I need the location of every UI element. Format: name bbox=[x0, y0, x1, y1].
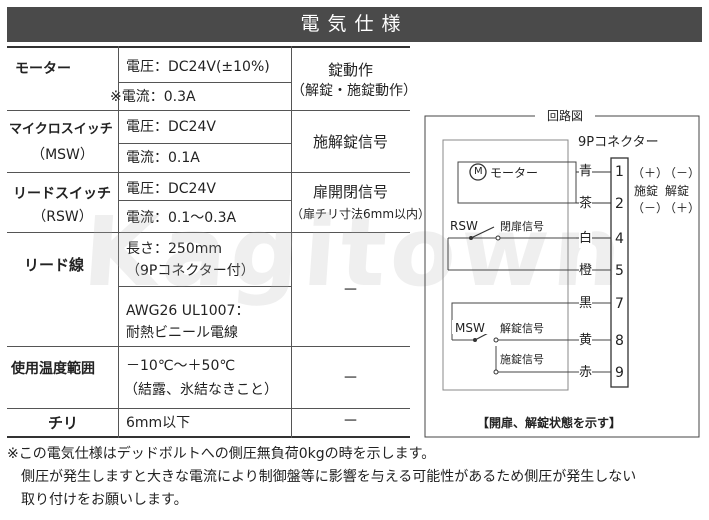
rsw-current: 電流：0.1～0.3A bbox=[126, 210, 237, 226]
note-line: 取り付けをお願いします。 bbox=[7, 492, 188, 508]
lead-function: － bbox=[342, 280, 359, 299]
pin-color: 白 bbox=[579, 230, 593, 248]
motor-voltage: 電圧：DC24V(±10%) bbox=[126, 59, 270, 75]
msw-function: 施解錠信号 bbox=[312, 133, 388, 151]
circuit-title: 回路図 bbox=[535, 108, 595, 124]
motor-symbol bbox=[469, 163, 487, 181]
rsw-switch-blade bbox=[470, 226, 495, 239]
temp-range-1: －10℃～＋50℃ bbox=[126, 358, 236, 374]
motor-symbol-label: M bbox=[474, 166, 483, 177]
circuit-inner-frame bbox=[442, 139, 569, 391]
pin-color: 黒 bbox=[579, 295, 593, 313]
rsw-function-1: 扉開閉信号 bbox=[312, 183, 388, 201]
polarity-plus-1: （＋） bbox=[632, 166, 669, 180]
connector-label: 9Pコネクター bbox=[578, 135, 659, 150]
rsw-function-2: （扉チリ寸法6mm以内） bbox=[291, 207, 431, 221]
lead-length-1: 長さ：250mm bbox=[126, 241, 222, 257]
lead-name: リード線 bbox=[24, 256, 85, 274]
gap-value: 6mm以下 bbox=[126, 415, 191, 431]
pin-number: 8 bbox=[615, 333, 624, 349]
lead-wire-2: 耐熱ビニール電線 bbox=[126, 325, 238, 341]
unlock-label: 解錠 bbox=[665, 184, 690, 198]
lock-label: 施錠 bbox=[634, 184, 659, 198]
rsw-voltage: 電圧：DC24V bbox=[126, 181, 216, 197]
pin-number: 9 bbox=[615, 365, 624, 381]
motor-function-2: （解錠・施錠動作） bbox=[291, 83, 417, 99]
pin-color: 青 bbox=[579, 163, 593, 181]
polarity-minus-1: （－） bbox=[664, 166, 701, 180]
pin-number: 2 bbox=[615, 196, 624, 212]
gap-name: チリ bbox=[48, 414, 79, 432]
pin-number: 5 bbox=[615, 263, 624, 279]
gap-function: － bbox=[342, 411, 359, 430]
note-line: ※この電気仕様はデッドボルトへの側圧無負荷0kgの時を示します。 bbox=[7, 446, 436, 462]
msw-current: 電流：0.1A bbox=[126, 150, 200, 166]
unlock-signal: 解錠信号 bbox=[500, 322, 544, 335]
lead-wire-1: AWG26 UL1007： bbox=[126, 303, 250, 319]
motor-loop bbox=[457, 161, 577, 204]
temp-function: － bbox=[342, 368, 359, 387]
motor-current: ※電流：0.3A bbox=[110, 89, 196, 105]
rsw-abbr: （RSW） bbox=[32, 209, 93, 225]
spec-title: 電気仕様 bbox=[7, 7, 702, 42]
motor-name: モーター bbox=[15, 61, 71, 77]
msw-abbr: （MSW） bbox=[31, 147, 94, 163]
connector-body bbox=[610, 157, 629, 388]
rsw-signal: 閉扉信号 bbox=[500, 220, 544, 233]
pin-number: 7 bbox=[615, 296, 624, 312]
polarity-minus-2: （－） bbox=[632, 201, 669, 215]
temp-name: 使用温度範囲 bbox=[11, 361, 95, 377]
lock-signal: 施錠信号 bbox=[500, 353, 544, 366]
pin-number: 1 bbox=[615, 164, 624, 180]
msw-label: MSW bbox=[455, 321, 485, 335]
pin-color: 茶 bbox=[579, 195, 593, 213]
motor-function-1: 錠動作 bbox=[327, 61, 373, 79]
pin-color: 赤 bbox=[579, 364, 593, 382]
msw-name: マイクロスイッチ bbox=[9, 122, 113, 137]
note-line: 側圧が発生しますと大きな電流により制御盤等に影響を与える可能性があるため側圧が発… bbox=[7, 469, 637, 485]
pin-color: 黄 bbox=[579, 332, 593, 350]
pin-color: 橙 bbox=[579, 262, 593, 280]
rsw-label: RSW bbox=[450, 219, 478, 233]
msw-voltage: 電圧：DC24V bbox=[126, 119, 216, 135]
pin-number: 4 bbox=[615, 231, 624, 247]
motor-label: モーター bbox=[490, 166, 539, 180]
temp-range-2: （結露、氷結なきこと） bbox=[124, 382, 278, 398]
spec-table: モーター 電圧：DC24V(±10%) ※電流：0.3A 錠動作 （解錠・施錠動… bbox=[7, 46, 431, 438]
polarity-plus-2: （＋） bbox=[664, 201, 701, 215]
lead-length-2: （9Pコネクター付） bbox=[126, 263, 255, 279]
rsw-name: リードスイッチ bbox=[13, 186, 111, 202]
circuit-caption: 【開扉、解錠状態を示す】 bbox=[477, 416, 622, 430]
